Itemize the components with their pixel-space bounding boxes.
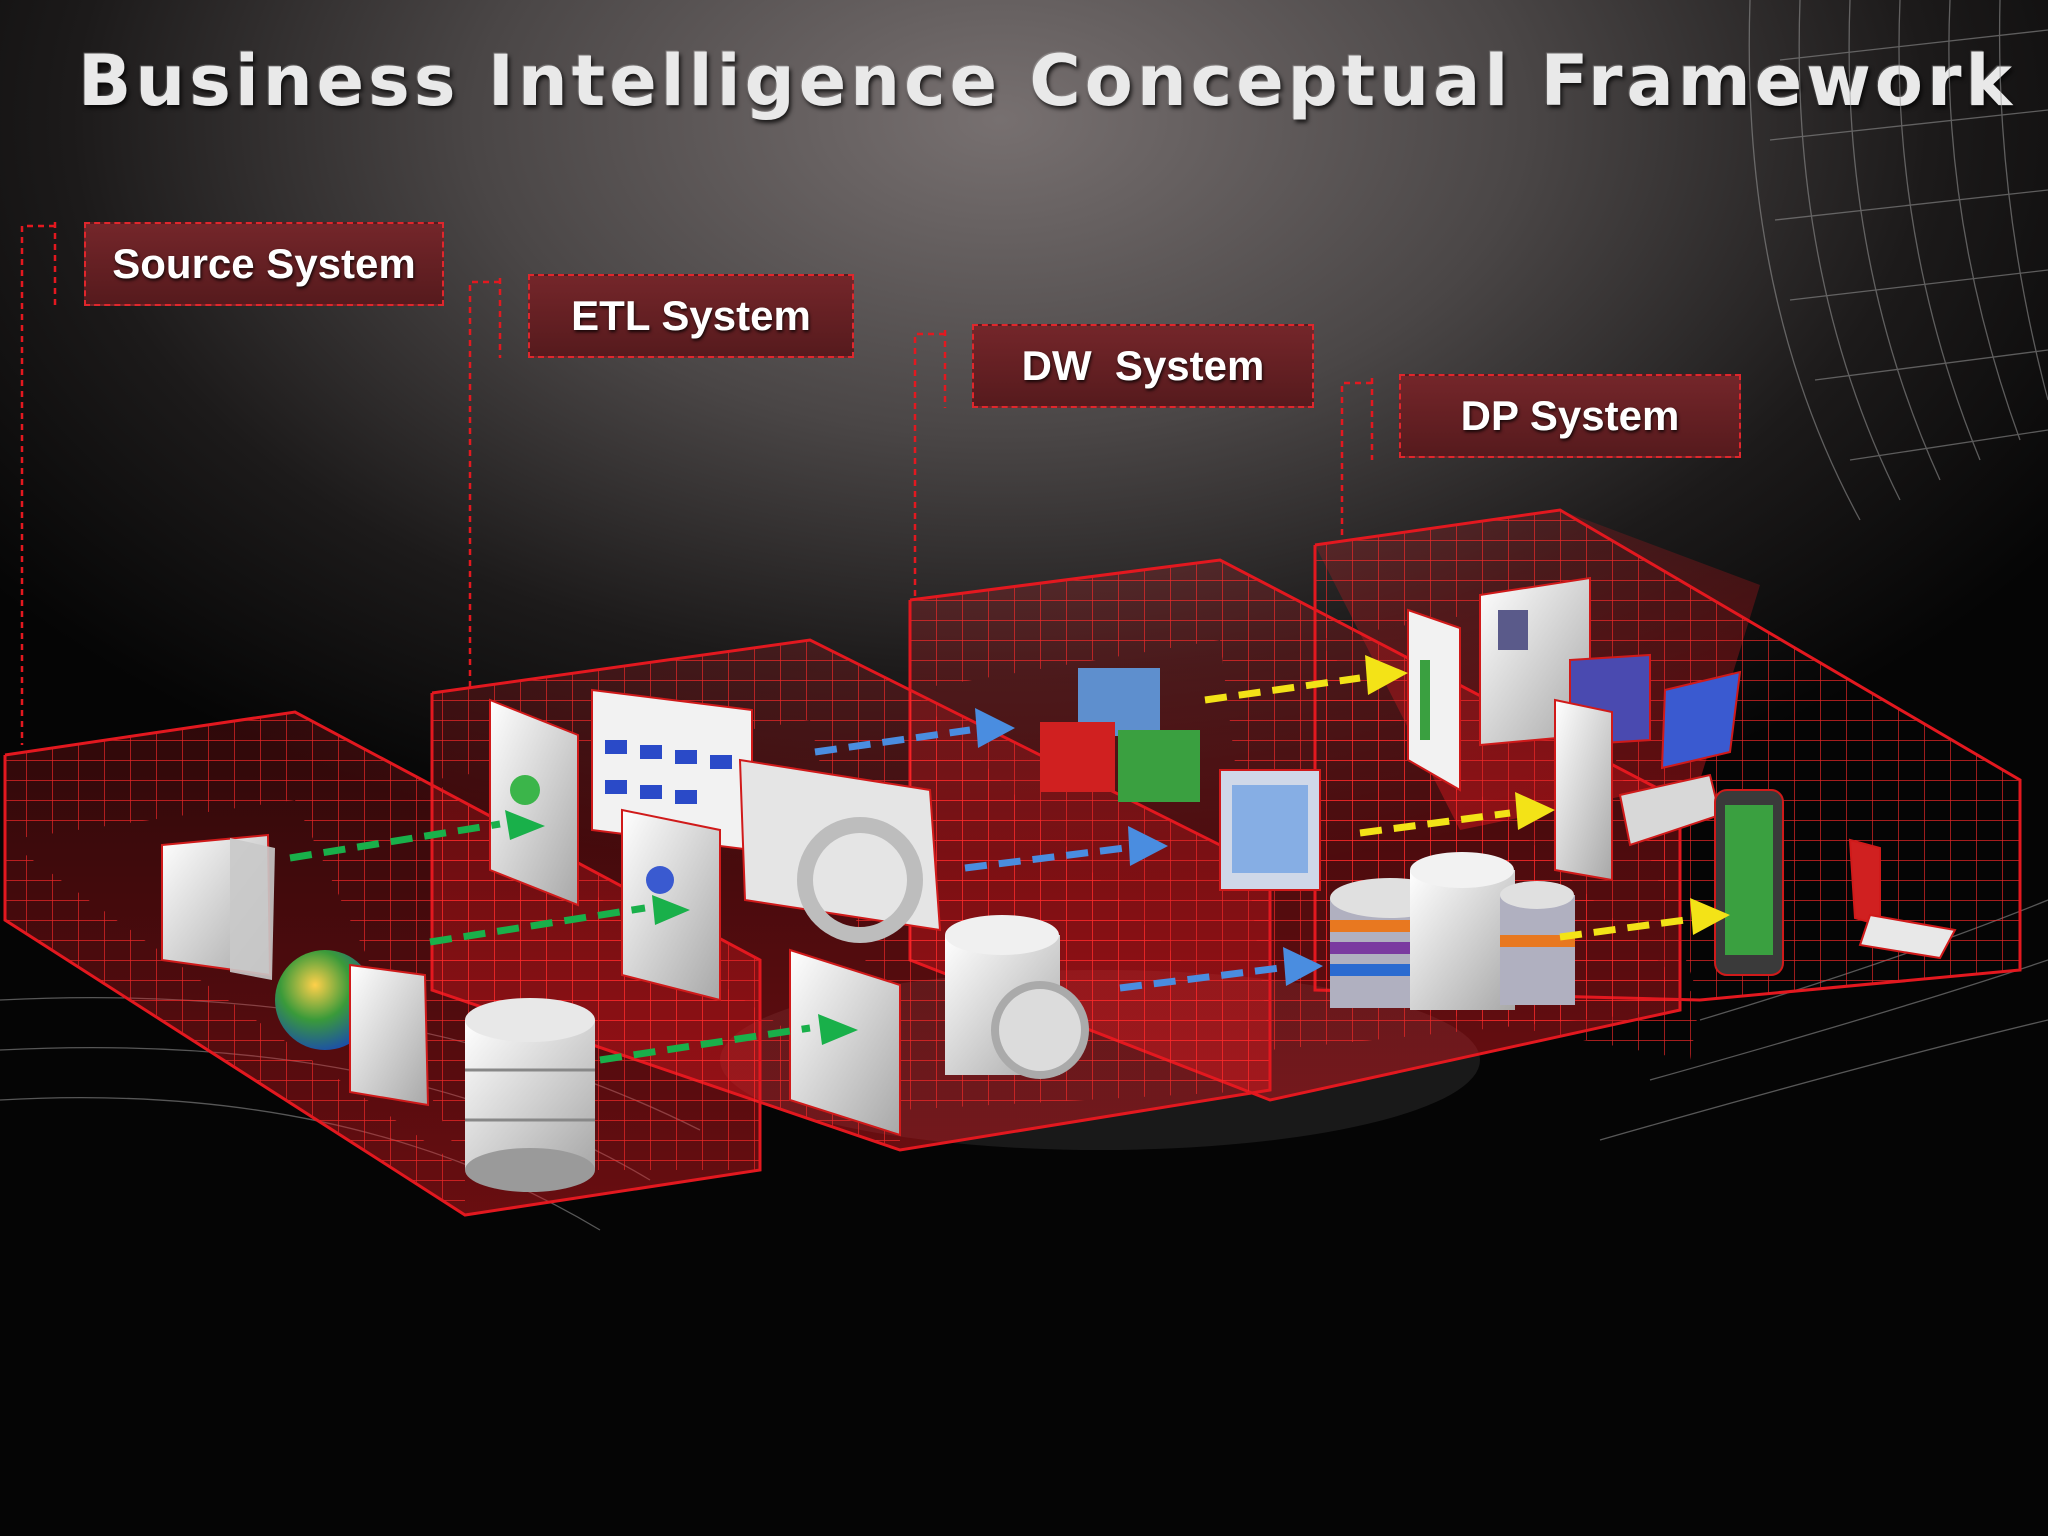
mobile-phone-icon <box>1714 789 1784 976</box>
source-system-label: Source System <box>84 222 444 306</box>
page-title: Business Intelligence Conceptual Framewo… <box>78 40 2017 122</box>
report-sheet-icon <box>789 948 901 1137</box>
laptop-icon <box>1848 838 1957 960</box>
flow-arrows-blue <box>814 708 1323 992</box>
flow-arrows-green <box>289 810 858 1064</box>
database-stack-icon <box>1219 769 1321 891</box>
dp-system-label: DP System <box>1399 374 1741 458</box>
database-icon <box>465 998 595 1192</box>
etl-system-label: ETL System <box>528 274 854 358</box>
globe-icon <box>275 950 430 1107</box>
gear-icon <box>738 758 942 943</box>
report-sheet-icon <box>489 698 579 907</box>
report-sheet-icon <box>591 688 753 852</box>
dw-system-label: DW System <box>972 324 1314 408</box>
tablet-icon <box>1554 653 1651 882</box>
report-sheet-icon <box>1407 608 1461 792</box>
label-leaders <box>20 222 1374 745</box>
flow-arrows-yellow <box>1204 655 1730 941</box>
laptop-icon <box>1618 670 1742 847</box>
document-icon <box>161 833 275 980</box>
database-stack-icon <box>1330 852 1575 1010</box>
gear-icon <box>945 915 1089 1079</box>
cube-icon <box>1040 668 1200 802</box>
